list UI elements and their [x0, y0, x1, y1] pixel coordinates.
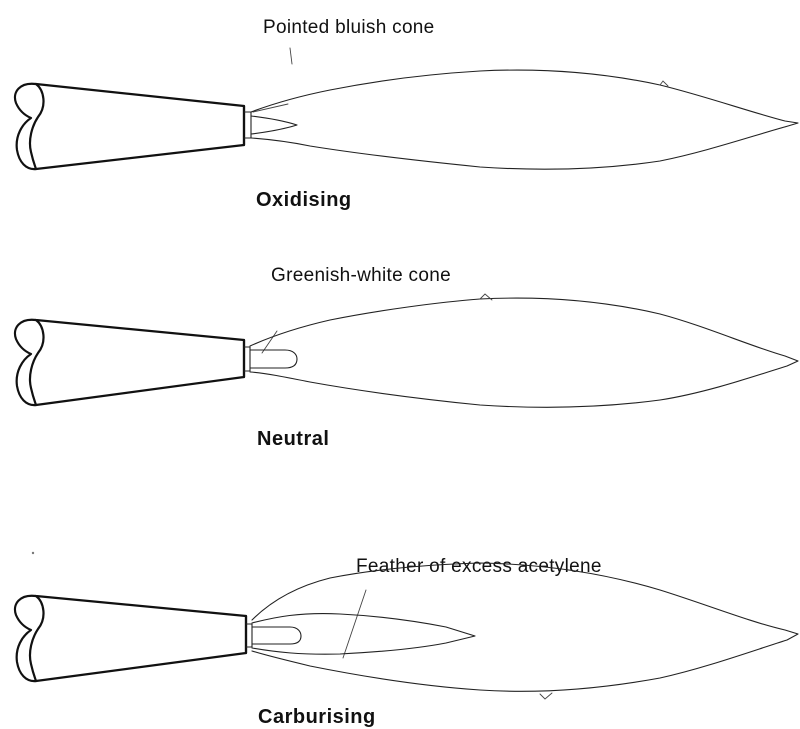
neutral-leader-line [261, 330, 278, 354]
oxidising-caption: Oxidising [256, 189, 352, 211]
neutral-annotation: Greenish-white cone [271, 265, 451, 286]
oxidising-inner-cone [250, 115, 298, 135]
carburising-flame-figure: Feather of excess acetylene Carburising [13, 551, 799, 728]
neutral-blowpipe-nozzle [13, 318, 251, 407]
neutral-envelope-notch [479, 293, 493, 301]
neutral-caption: Neutral [257, 428, 329, 450]
neutral-outer-envelope [249, 297, 799, 408]
carburising-annotation: Feather of excess acetylene [356, 556, 602, 577]
carburising-blowpipe-nozzle [13, 594, 253, 683]
carburising-leader-line [342, 589, 367, 659]
oxidising-envelope-notch [659, 80, 669, 87]
oxidising-leader-line [252, 103, 289, 113]
neutral-flame-figure: Greenish-white cone Neutral [13, 265, 799, 450]
carburising-outer-envelope [251, 562, 799, 692]
oxidising-flame-figure: Pointed bluish cone Oxidising [13, 17, 799, 211]
oxidising-outer-envelope [250, 69, 799, 170]
oxidising-annotation: Pointed bluish cone [263, 17, 435, 38]
oxidising-blowpipe-nozzle [13, 82, 252, 171]
oxidising-leader-dash [289, 47, 293, 65]
carburising-acetylene-feather [251, 613, 476, 655]
scan-speck [31, 551, 35, 555]
carburising-envelope-notch [539, 692, 553, 700]
neutral-inner-cone [249, 349, 298, 369]
carburising-caption: Carburising [258, 706, 376, 728]
carburising-inner-cone [251, 626, 302, 645]
